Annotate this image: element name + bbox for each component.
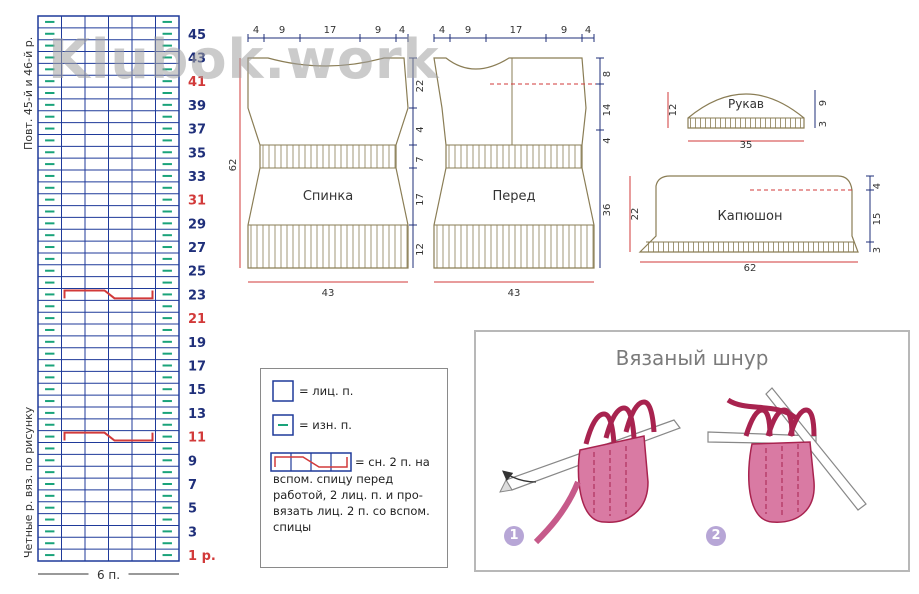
front-label: Перед [492, 189, 535, 204]
row-label: 37 [188, 123, 206, 138]
row-label: 35 [188, 146, 206, 161]
icord-panel: Вязаный шнур [474, 330, 910, 572]
row-label: 27 [188, 241, 206, 256]
cable-mark [63, 431, 154, 442]
row-label: 25 [188, 265, 206, 280]
back-outline [247, 57, 409, 269]
cable-symbol [270, 452, 352, 472]
row-label: 29 [188, 217, 206, 232]
hood-right-value: 4 [872, 183, 883, 189]
knit-symbol [272, 380, 294, 402]
icord-title: Вязаный шнур [615, 346, 769, 370]
front-width-value: 43 [508, 288, 521, 299]
sleeve-left-value: 12 [668, 104, 679, 117]
repeat-rows-label: Повт. 45-й и 46-й р. [22, 37, 35, 150]
row-label: 41 [188, 75, 206, 90]
front-top-dim-value: 17 [510, 25, 523, 36]
back-top-dim-value: 4 [399, 25, 405, 36]
hood-left-value: 22 [630, 208, 641, 221]
watermark-text: Klubok.work [48, 28, 440, 91]
front-top-dim-value: 9 [561, 25, 567, 36]
legend-knit: = лиц. п. [299, 384, 354, 398]
step-1-badge: 1 [504, 526, 524, 546]
back-top-dim-value: 9 [375, 25, 381, 36]
front-outline [433, 57, 595, 269]
row-label: 23 [188, 288, 206, 303]
sleeve-right-value: 9 [818, 100, 829, 106]
legend: = лиц. п. = изн. п. = сн. 2 п. на вспом.… [260, 368, 448, 568]
back-width-value: 43 [322, 288, 335, 299]
even-rows-label: Четные р. вяз. по рисунку [22, 406, 35, 558]
hood-right-value: 3 [872, 247, 883, 253]
sleeve-right-value: 3 [818, 121, 829, 127]
front-right-value: 14 [602, 104, 613, 117]
side-dim-value: 7 [415, 156, 426, 162]
sleeve-label: Рукав [728, 97, 764, 111]
hood-width-value: 62 [744, 263, 757, 274]
row-label: 9 [188, 454, 197, 469]
hood-right-value: 15 [872, 213, 883, 226]
row-label: 1 р. [188, 549, 216, 564]
knitting-chart: 45 43 41 39 37 35 33 31 29 27 25 23 21 19 17 15 13 11 9 7 5 3… [22, 15, 216, 582]
icord-illustration [499, 387, 867, 545]
front-top-dim-value: 4 [585, 25, 591, 36]
legend-cable-4: вязать лиц. 2 п. со вспом. [273, 504, 430, 518]
front-top-dim-value: 9 [465, 25, 471, 36]
front-right-value: 4 [602, 137, 613, 143]
legend-cable-1: = сн. 2 п. на [355, 455, 430, 469]
legend-cable-3: работой, 2 лиц. п. и про- [273, 488, 423, 502]
chart-width-label: 6 п. [97, 568, 120, 582]
row-label: 17 [188, 360, 206, 375]
row-label: 39 [188, 99, 206, 114]
row-label: 11 [188, 431, 206, 446]
watermark: Klubok.work [48, 28, 440, 91]
row-label: 15 [188, 383, 206, 398]
legend-purl: = изн. п. [299, 418, 352, 432]
row-label: 19 [188, 336, 206, 351]
row-label: 13 [188, 407, 206, 422]
legend-symbols [270, 380, 352, 472]
sleeve-width-value: 35 [740, 140, 753, 151]
row-label: 45 [188, 28, 206, 43]
row-label: 3 [188, 525, 197, 540]
legend-cable-5: спицы [273, 520, 312, 534]
row-label: 31 [188, 194, 206, 209]
row-label: 33 [188, 170, 206, 185]
back-top-dim-value: 4 [253, 25, 259, 36]
back-top-dim-value: 17 [324, 25, 337, 36]
side-dim-value: 22 [415, 80, 426, 93]
hood-outline [638, 175, 859, 253]
row-label: 7 [188, 478, 197, 493]
side-dim-value: 17 [415, 193, 426, 206]
icord-step2-drawing [707, 387, 867, 523]
legend-cable-2: вспом. спицу перед [273, 472, 394, 486]
back-label: Спинка [303, 189, 353, 204]
hood-label: Капюшон [718, 209, 783, 224]
cable-mark [63, 289, 154, 300]
back-height-value: 62 [228, 159, 239, 172]
side-dim-value: 4 [415, 126, 426, 132]
width-dim-bg [88, 566, 129, 582]
back-top-dim-value: 9 [279, 25, 285, 36]
front-lower-value: 36 [602, 204, 613, 217]
row-label: 43 [188, 51, 206, 66]
side-dim-value: 12 [415, 243, 426, 256]
row-label: 5 [188, 502, 197, 517]
front-right-value: 8 [602, 71, 613, 77]
front-top-dim-value: 4 [439, 25, 445, 36]
step-2-badge: 2 [706, 526, 726, 546]
row-label: 21 [188, 312, 206, 327]
icord-step1-drawing [499, 399, 681, 545]
